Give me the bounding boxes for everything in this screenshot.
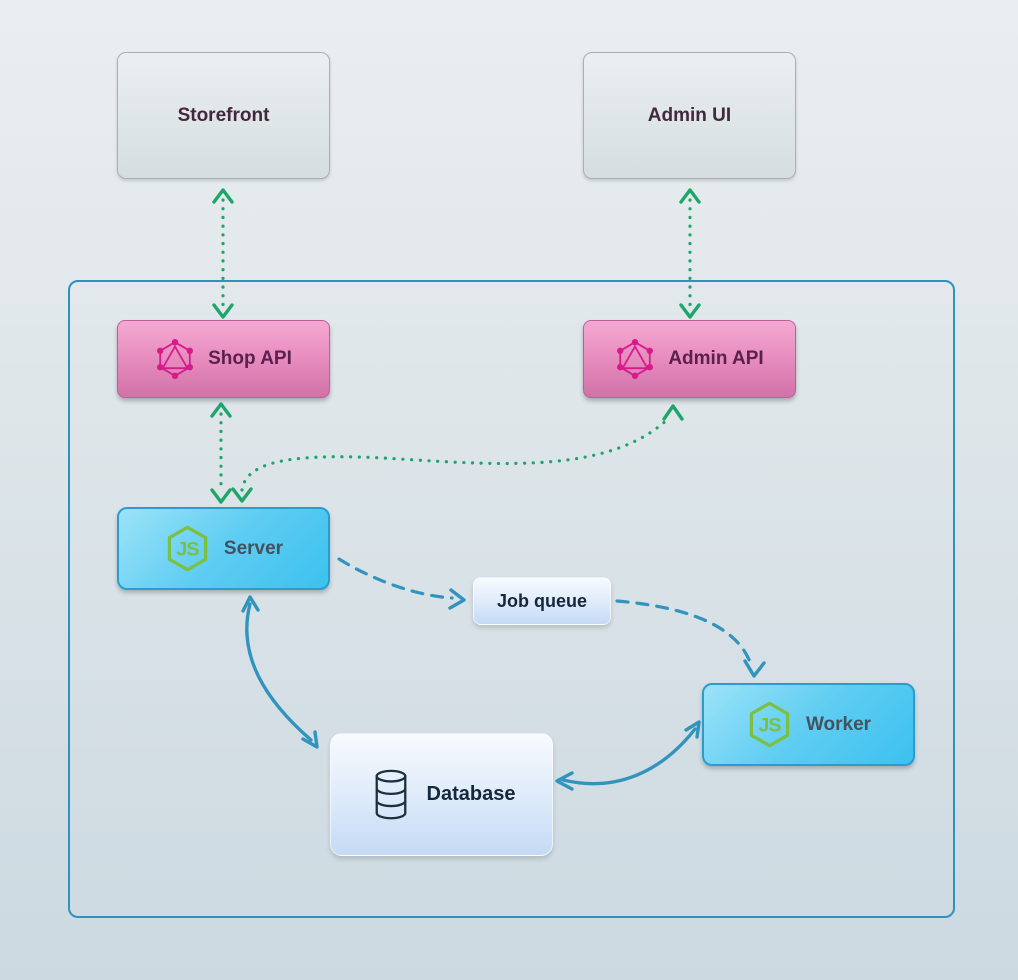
node-worker: JS Worker (702, 683, 915, 766)
job-queue-label: Job queue (496, 590, 587, 611)
graphql-icon (615, 339, 655, 379)
admin-ui-label: Admin UI (647, 104, 732, 126)
nodejs-icon: JS (746, 701, 793, 748)
server-label: Server (223, 537, 284, 559)
node-storefront: Storefront (117, 52, 330, 179)
node-shop-api: Shop API (117, 320, 330, 398)
svg-text:JS: JS (176, 539, 199, 561)
worker-label: Worker (805, 713, 872, 735)
admin-api-label: Admin API (668, 348, 764, 369)
storefront-label: Storefront (177, 104, 270, 126)
node-admin-ui: Admin UI (583, 52, 796, 179)
node-server: JS Server (117, 507, 330, 590)
svg-text:JS: JS (758, 715, 781, 737)
node-database: Database (330, 733, 553, 856)
graphql-icon (155, 339, 195, 379)
node-job-queue: Job queue (473, 577, 611, 625)
backend-container-box (68, 280, 955, 918)
node-admin-api: Admin API (583, 320, 796, 398)
database-icon (368, 768, 414, 822)
shop-api-label: Shop API (208, 348, 292, 369)
nodejs-icon: JS (164, 525, 211, 572)
database-label: Database (426, 783, 516, 805)
